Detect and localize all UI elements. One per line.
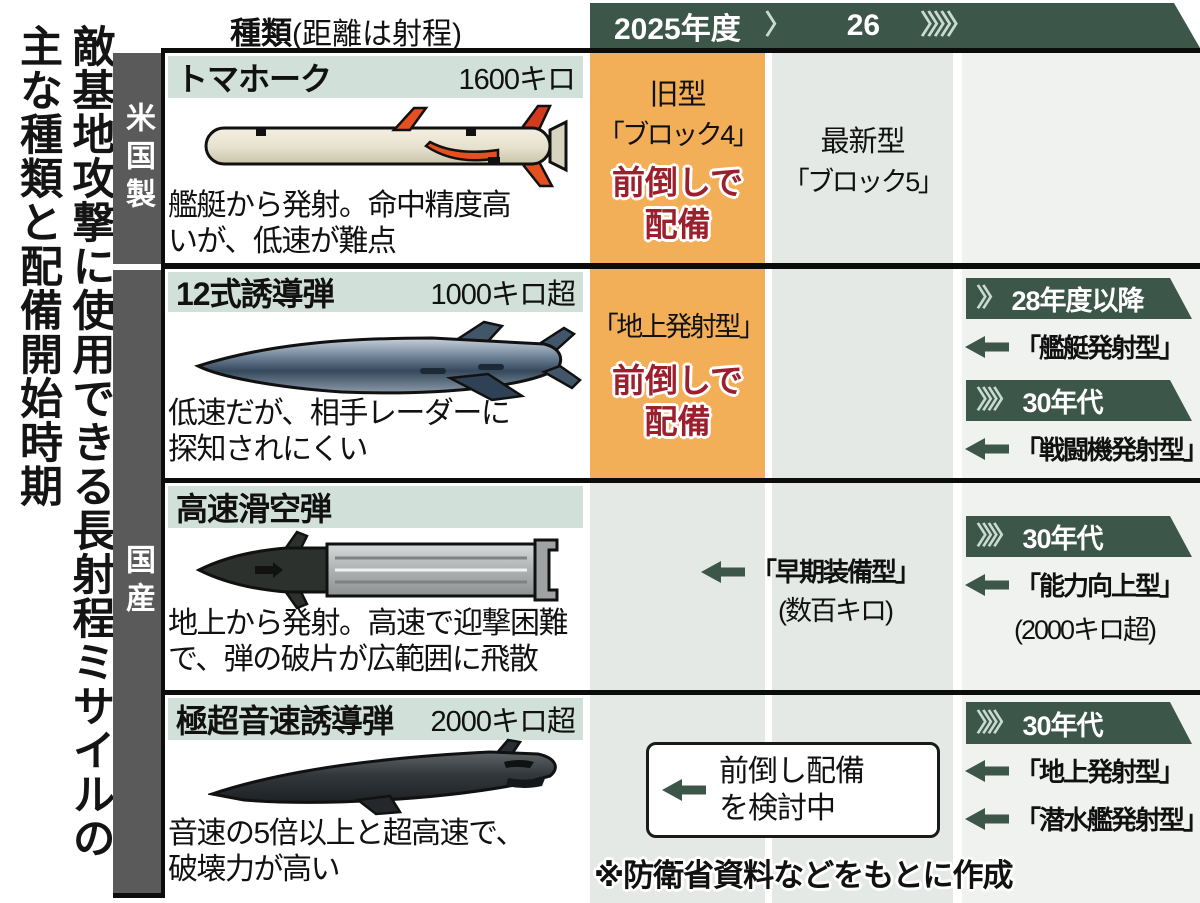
chevron-row-icon: 〉〉〉〉〉 <box>920 10 967 40</box>
type-note: (距離は射程) <box>292 18 462 51</box>
tomahawk-2025-cell: 旧型 「ブロック4」 前倒しで 配備 <box>590 53 765 263</box>
table-left-rule <box>161 48 165 896</box>
missile-description: 艦艇から発射。命中精度高 いが、低速が難点 <box>168 189 512 258</box>
early-deployment-emphasis: 前倒しで 配備 <box>611 361 743 440</box>
row-type12-name-bar: 12式誘導弾 1000キロ超 <box>168 272 583 312</box>
chevron-icon: 〉〉〉〉 <box>976 708 1011 737</box>
missile-name: 12式誘導弾 <box>176 276 335 312</box>
cell-line1: 最新型 <box>820 125 905 158</box>
period-label: 30年代 <box>1022 710 1103 741</box>
missile-range: 1000キロ超 <box>430 279 576 311</box>
page-title-line1: 敵基地攻撃に使用できる長射程ミサイルの <box>66 24 114 860</box>
arrow-left-icon <box>965 759 1009 782</box>
row-tomahawk-name-bar: トマホーク 1600キロ <box>168 56 583 98</box>
row-separator-2 <box>161 478 1200 483</box>
period-label: 28年度以降 <box>1011 286 1144 316</box>
type-column-header: 種類(距離は射程) <box>230 8 462 53</box>
deployment-period-banner: 〉〉〉〉 30年代 <box>966 380 1192 421</box>
source-note: ※防衛省資料などをもとに作成 <box>594 858 1014 893</box>
page-title: 敵基地攻撃に使用できる長射程ミサイルの 主な種類と配備開始時期 <box>2 24 116 900</box>
arrow-left-icon <box>701 561 745 583</box>
row-hypersonic-name-bar: 極超音速誘導弾 2000キロ超 <box>168 698 583 740</box>
cell-line1: 旧型 <box>649 79 706 112</box>
missile-name: 極超音速誘導弾 <box>176 703 394 739</box>
deployment-period-banner: 〉〉 28年度以降 <box>966 278 1192 319</box>
early-deployment-review-box: 前倒し配備 を検討中 <box>646 742 940 838</box>
future-variant-label: 「艦艇発射型」 <box>964 328 1185 365</box>
row-separator-3 <box>161 690 1200 695</box>
arrow-left-icon <box>965 335 1009 358</box>
variant-name: 「潜水艦発射型」 <box>1015 805 1200 835</box>
year-2025-label: 2025年度 <box>614 12 741 46</box>
period-label: 30年代 <box>1022 524 1103 554</box>
table-top-rule <box>161 48 1200 53</box>
timeline-header-bar: 2025年度 〉 26 〉〉〉〉〉 <box>590 3 1200 48</box>
deployment-period-banner: 〉〉〉〉 30年代 <box>966 702 1192 744</box>
hypersonic-missile-illustration <box>208 738 557 816</box>
future-variant-label: 「地上発射型」 <box>964 752 1185 789</box>
period-label: 30年代 <box>1022 388 1103 418</box>
deployment-period-banner: 〉〉〉〉 30年代 <box>966 516 1192 557</box>
variant-name: 「戦闘機発射型」 <box>1015 435 1200 465</box>
arrow-left-icon <box>662 779 706 801</box>
chevron-icon: 〉〉〉〉 <box>976 522 1011 550</box>
tomahawk-missile-illustration <box>204 104 568 188</box>
variant-name: 「能力向上型」 <box>1015 571 1185 601</box>
glide-missile-illustration <box>195 530 559 610</box>
variant-name: 「地上発射型」 <box>1015 757 1185 787</box>
type12-2025-cell: 「地上発射型」 前倒しで 配備 <box>590 269 766 478</box>
missile-description: 低速だが、相手レーダーに 探知されにくい <box>168 397 511 466</box>
type-label: 種類 <box>230 16 292 51</box>
arrow-left-icon <box>965 437 1009 460</box>
early-deployment-emphasis: 前倒しで 配備 <box>611 164 743 243</box>
review-box-text: 前倒し配備 を検討中 <box>719 754 865 826</box>
missile-name: 高速滑空弾 <box>176 491 332 527</box>
tomahawk-26-cell: 最新型 「ブロック5」 <box>772 53 953 263</box>
future-variant-range: (2000キロ超) <box>1014 615 1157 645</box>
origin-label-domestic: 国産 <box>113 270 161 893</box>
cell-line1: 「地上発射型」 <box>591 311 766 342</box>
future-variant-label: 「能力向上型」 <box>964 566 1185 603</box>
origin-bar-end-cap <box>113 893 165 898</box>
cell-line2: 「ブロック4」 <box>597 120 760 151</box>
chevron-icon: 〉〉〉〉 <box>976 386 1011 414</box>
cell-line2: 「ブロック5」 <box>782 166 945 197</box>
variant-range: (数百キロ) <box>778 596 894 626</box>
arrow-left-icon <box>965 573 1009 596</box>
variant-name: 「早期装備型」 <box>751 557 921 587</box>
future-variant-label: 「潜水艦発射型」 <box>964 800 1200 837</box>
type12-missile-illustration <box>193 320 582 402</box>
origin-label-us: 米国製 <box>113 53 161 264</box>
row-glide-name-bar: 高速滑空弾 <box>168 486 583 528</box>
arrow-left-icon <box>965 807 1009 830</box>
missile-name: トマホーク <box>176 61 332 97</box>
missile-range: 2000キロ超 <box>430 706 576 738</box>
early-version-label: 「早期装備型」 (数百キロ) <box>700 552 921 628</box>
chevron-icon: 〉〉 <box>976 284 1000 312</box>
chevron-icon: 〉 <box>764 10 785 40</box>
variant-name: 「艦艇発射型」 <box>1015 333 1185 363</box>
row-separator-1 <box>161 263 1200 269</box>
missile-description: 地上から発射。高速で迎撃困難 で、弾の破片が広範囲に飛散 <box>168 607 569 676</box>
future-variant-label: 「戦闘機発射型」 <box>964 430 1200 467</box>
missile-range: 1600キロ <box>458 64 576 96</box>
missile-description: 音速の5倍以上と超高速で、 破壊力が高い <box>168 817 525 886</box>
page-title-line2: 主な種類と配備開始時期 <box>13 24 62 508</box>
year-26-label: 26 <box>846 8 881 42</box>
